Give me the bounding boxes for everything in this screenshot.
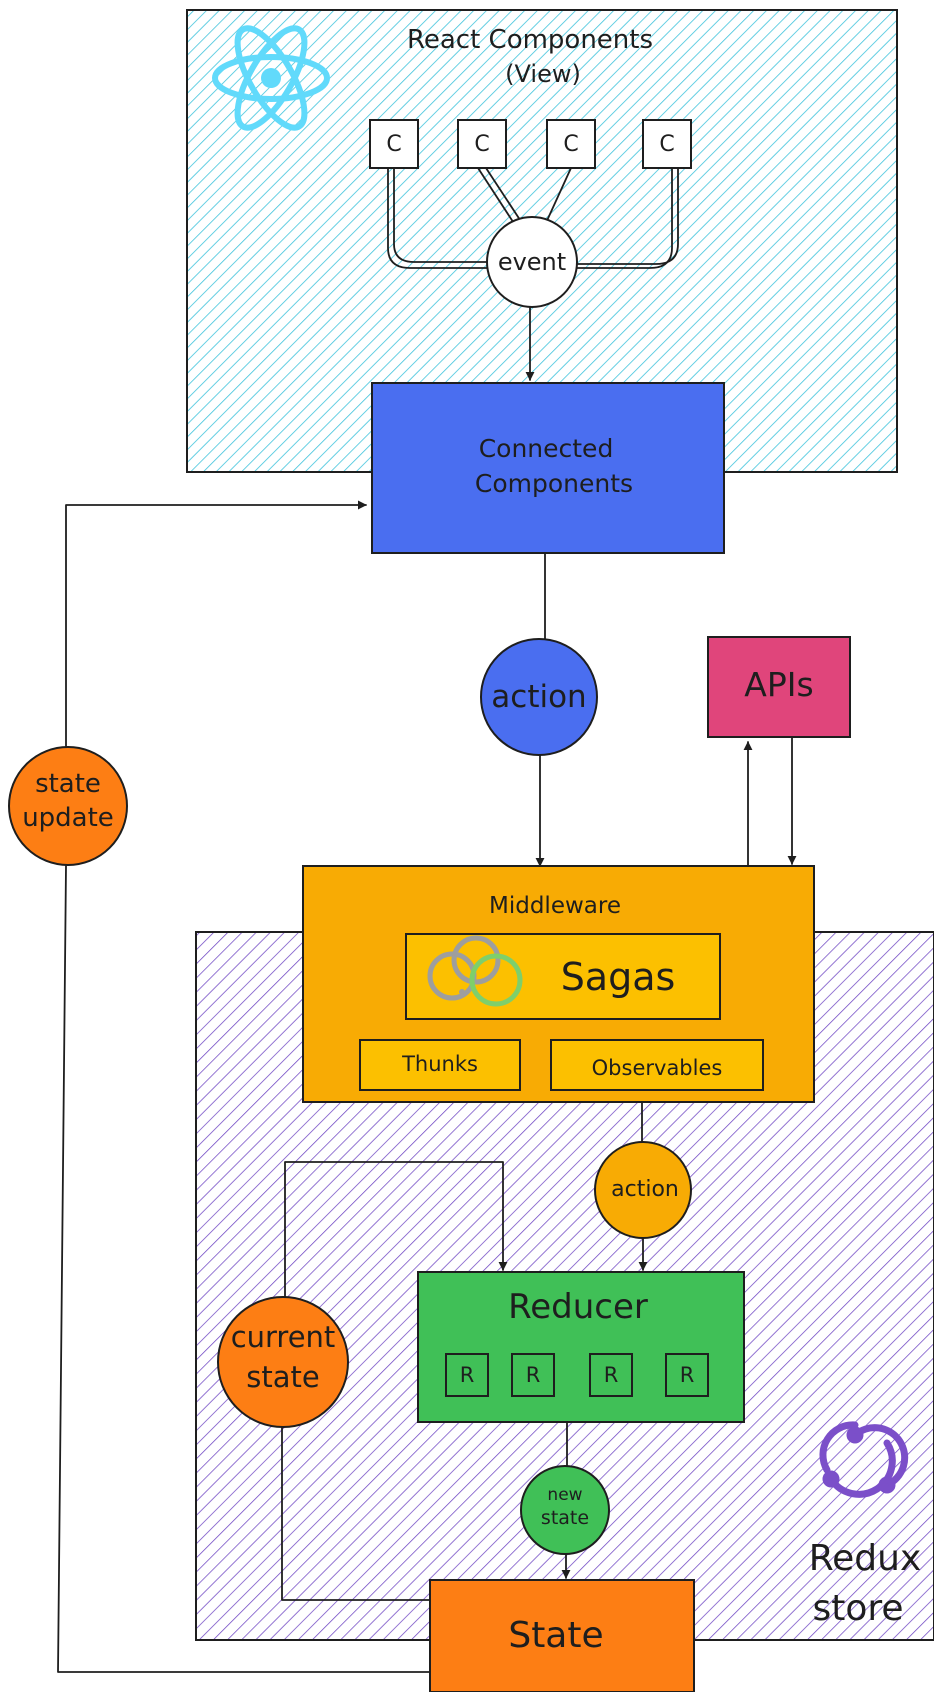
redux-store-label-line1: Redux	[809, 1538, 922, 1579]
action-top-node: action	[480, 638, 598, 756]
svg-text:State: State	[508, 1615, 603, 1656]
svg-text:state: state	[541, 1507, 589, 1529]
svg-text:Reducer: Reducer	[508, 1287, 648, 1327]
svg-text:R: R	[460, 1363, 475, 1387]
react-title: React Components	[407, 25, 653, 55]
thunks-box: Thunks	[359, 1039, 521, 1091]
component-to-event-connectors	[387, 167, 679, 269]
reducer-r-1: R	[445, 1353, 489, 1397]
svg-text:event: event	[498, 248, 566, 276]
observables-box: Observables	[550, 1039, 764, 1091]
component-c-1: C	[369, 119, 419, 169]
svg-text:state: state	[246, 1360, 319, 1394]
svg-text:R: R	[680, 1363, 695, 1387]
svg-text:APIs: APIs	[744, 665, 813, 704]
svg-text:Components: Components	[475, 469, 633, 498]
action-mid-node: action	[594, 1141, 692, 1239]
state-update-node: state update	[8, 746, 128, 866]
svg-text:C: C	[563, 132, 578, 157]
current-state-to-reducer-arrow	[284, 1161, 508, 1301]
svg-text:new: new	[547, 1485, 582, 1505]
svg-text:C: C	[386, 132, 401, 157]
react-subtitle: (View)	[505, 60, 581, 88]
reducer-box: Reducer	[417, 1271, 745, 1423]
reducer-r-2: R	[511, 1353, 555, 1397]
reducer-r-3: R	[589, 1353, 633, 1397]
redux-store-label-line2: store	[812, 1588, 903, 1629]
state-to-state-update-line	[57, 865, 431, 1673]
component-c-2: C	[457, 119, 507, 169]
svg-text:C: C	[659, 132, 674, 157]
sagas-box: Sagas	[405, 933, 721, 1020]
component-c-4: C	[642, 119, 692, 169]
svg-text:C: C	[474, 132, 489, 157]
svg-text:update: update	[22, 803, 114, 833]
state-to-current-state-line	[281, 1421, 431, 1601]
reducer-r-4: R	[665, 1353, 709, 1397]
redux-logo-icon	[819, 1421, 909, 1498]
connected-components-box: Connected Components	[371, 382, 725, 554]
svg-text:current: current	[231, 1320, 336, 1354]
component-c-3: C	[546, 119, 596, 169]
event-node: event	[486, 216, 578, 308]
state-box: State	[429, 1579, 695, 1692]
svg-text:state: state	[35, 769, 101, 799]
state-update-to-connected-arrow	[65, 500, 367, 747]
svg-text:Thunks: Thunks	[401, 1052, 478, 1076]
svg-text:Connected: Connected	[479, 434, 614, 463]
apis-box: APIs	[707, 636, 851, 738]
new-state-node: new state	[520, 1465, 610, 1555]
svg-text:action: action	[611, 1177, 679, 1202]
svg-text:Observables: Observables	[592, 1056, 723, 1080]
svg-text:Sagas: Sagas	[561, 955, 676, 999]
svg-text:action: action	[491, 679, 586, 715]
svg-text:Middleware: Middleware	[489, 893, 621, 919]
svg-text:R: R	[526, 1363, 541, 1387]
svg-text:R: R	[604, 1363, 619, 1387]
sagas-logo-icon	[427, 935, 523, 1007]
current-state-node: current state	[217, 1296, 349, 1428]
